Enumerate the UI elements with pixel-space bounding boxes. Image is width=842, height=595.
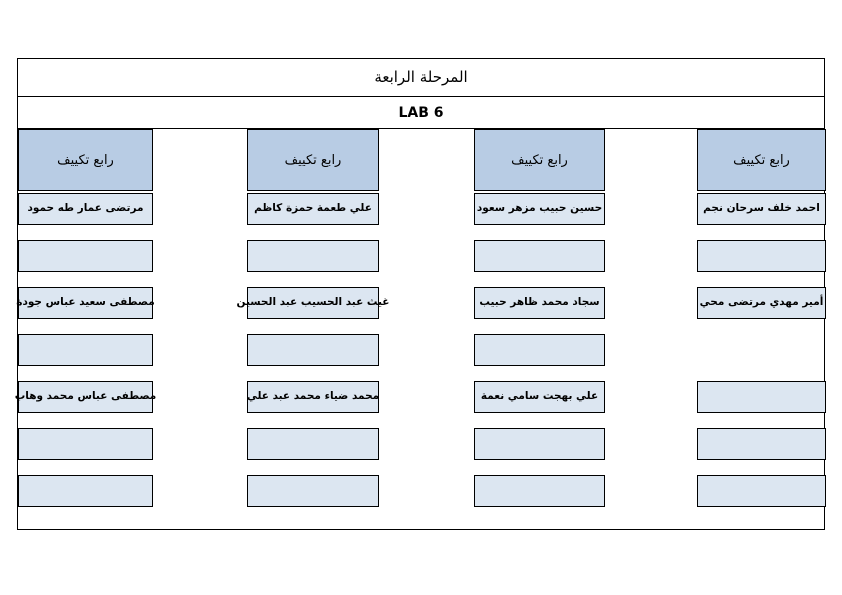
student-cell[interactable]: محمد ضياء محمد عبد علي	[247, 381, 379, 413]
student-name: احمد خلف سرحان نجم	[703, 202, 820, 215]
columns-area: رابع تكييف مرتضى عمار طه حمود مصطفى سعيد…	[15, 129, 826, 529]
group-header-label: رابع تكييف	[733, 152, 790, 168]
student-cell[interactable]	[247, 475, 379, 507]
student-cell[interactable]: علي بهجت سامي نعمة	[474, 381, 605, 413]
lab-label: LAB 6	[398, 104, 444, 121]
group-header-label: رابع تكييف	[511, 152, 568, 168]
student-cell[interactable]	[474, 240, 605, 272]
student-cell[interactable]	[474, 428, 605, 460]
student-name: مرتضى عمار طه حمود	[27, 202, 144, 215]
student-cell[interactable]: مرتضى عمار طه حمود	[18, 193, 153, 225]
student-name: سجاد محمد ظاهر حبيب	[479, 296, 600, 309]
student-name: مصطفى عباس محمد وهاب	[14, 390, 157, 403]
student-cell[interactable]	[247, 334, 379, 366]
student-cell[interactable]: حسين حبيب مزهر سعود	[474, 193, 605, 225]
student-name: حسين حبيب مزهر سعود	[476, 202, 603, 215]
student-cell[interactable]: مصطفى عباس محمد وهاب	[15, 381, 156, 413]
group-header-4[interactable]: رابع تكييف	[697, 129, 826, 191]
student-cell[interactable]	[18, 428, 153, 460]
student-cell[interactable]	[697, 240, 826, 272]
student-cell[interactable]	[18, 475, 153, 507]
group-header-label: رابع تكييف	[284, 152, 342, 168]
student-cell[interactable]	[18, 334, 153, 366]
student-cell[interactable]: علي طعمة حمزة كاظم	[247, 193, 379, 225]
student-cell[interactable]	[247, 428, 379, 460]
student-cell[interactable]: سجاد محمد ظاهر حبيب	[474, 287, 605, 319]
student-cell[interactable]: غيث عبد الحسيب عبد الحسين	[237, 287, 389, 319]
student-name: علي بهجت سامي نعمة	[480, 390, 599, 403]
group-header-3[interactable]: رابع تكييف	[474, 129, 605, 191]
table-title-row: المرحلة الرابعة	[18, 59, 824, 97]
student-name: مصطفى سعيد عباس جودة	[16, 296, 155, 309]
group-header-label: رابع تكييف	[57, 152, 114, 168]
student-cell[interactable]: أمير مهدي مرتضى محي	[697, 287, 826, 319]
student-name: غيث عبد الحسيب عبد الحسين	[236, 296, 390, 309]
student-name: أمير مهدي مرتضى محي	[699, 296, 824, 309]
group-header-1[interactable]: رابع تكييف	[18, 129, 153, 191]
student-cell[interactable]	[697, 428, 826, 460]
student-cell[interactable]	[697, 475, 826, 507]
table-lab-row: LAB 6	[18, 97, 824, 129]
student-cell[interactable]	[474, 475, 605, 507]
student-cell[interactable]: احمد خلف سرحان نجم	[697, 193, 826, 225]
student-cell[interactable]	[18, 240, 153, 272]
page-title: المرحلة الرابعة	[374, 68, 468, 86]
schedule-table: المرحلة الرابعة LAB 6 رابع تكييف مرتضى ع…	[15, 58, 826, 530]
group-header-2[interactable]: رابع تكييف	[247, 129, 379, 191]
student-cell[interactable]	[247, 240, 379, 272]
student-cell[interactable]	[474, 334, 605, 366]
student-cell[interactable]: مصطفى سعيد عباس جودة	[16, 287, 155, 319]
student-cell[interactable]	[697, 381, 826, 413]
student-name: علي طعمة حمزة كاظم	[254, 202, 372, 215]
student-name: محمد ضياء محمد عبد علي	[246, 390, 380, 403]
